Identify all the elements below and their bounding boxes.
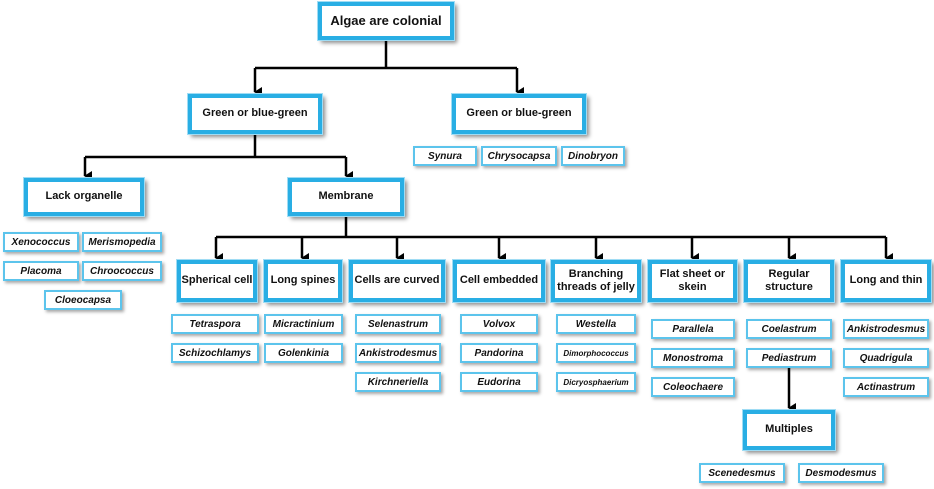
multiples-node: Multiples: [743, 410, 835, 450]
example-volvox: Volvox: [460, 314, 538, 334]
example-pandorina: Pandorina: [460, 343, 538, 363]
example-micractinium: Micractinium: [264, 314, 343, 334]
example-merismopedia: Merismopedia: [82, 232, 162, 252]
example-golenkinia: Golenkinia: [264, 343, 343, 363]
category-regular-structure: Regular structure: [744, 260, 834, 302]
example-chrysocapsa: Chrysocapsa: [481, 146, 557, 166]
example-cloeocapsa: Cloeocapsa: [44, 290, 122, 310]
example-parallela: Parallela: [651, 319, 735, 339]
example-dimorphococcus: Dimorphococcus: [556, 343, 636, 363]
example-xenococcus: Xenococcus: [3, 232, 79, 252]
example-kirchneriella: Kirchneriella: [355, 372, 441, 392]
category-flat-sheet: Flat sheet or skein: [648, 260, 737, 302]
example-quadrigula: Quadrigula: [843, 348, 929, 368]
example-pediastrum: Pediastrum: [746, 348, 832, 368]
example-dinobryon: Dinobryon: [561, 146, 625, 166]
category-cell-embedded: Cell embedded: [453, 260, 545, 302]
example-scenedesmus: Scenedesmus: [699, 463, 785, 483]
example-placoma: Placoma: [3, 261, 79, 281]
category-long-and-thin: Long and thin: [841, 260, 931, 302]
root-node: Algae are colonial: [318, 2, 454, 40]
category-spherical-cell: Spherical cell: [177, 260, 257, 302]
example-eudorina: Eudorina: [460, 372, 538, 392]
example-synura: Synura: [413, 146, 477, 166]
left-green-blue-green-node: Green or blue-green: [188, 94, 322, 134]
example-westella: Westella: [556, 314, 636, 334]
example-monostroma: Monostroma: [651, 348, 735, 368]
example-selenastrum: Selenastrum: [355, 314, 441, 334]
example-desmodesmus: Desmodesmus: [798, 463, 884, 483]
example-tetraspora: Tetraspora: [171, 314, 259, 334]
membrane-node: Membrane: [288, 178, 404, 216]
right-green-blue-green-node: Green or blue-green: [452, 94, 586, 134]
example-ankistrodesmus-curved: Ankistrodesmus: [355, 343, 441, 363]
example-chroococcus: Chroococcus: [82, 261, 162, 281]
example-ankistrodesmus-long: Ankistrodesmus: [843, 319, 929, 339]
lack-organelle-node: Lack organelle: [24, 178, 144, 216]
example-dicryosphaerium: Dicryosphaerium: [556, 372, 636, 392]
category-long-spines: Long spines: [264, 260, 342, 302]
example-coelastrum: Coelastrum: [746, 319, 832, 339]
category-cells-are-curved: Cells are curved: [349, 260, 445, 302]
example-actinastrum: Actinastrum: [843, 377, 929, 397]
example-coleochaere: Coleochaere: [651, 377, 735, 397]
category-branching-threads: Branching threads of jelly: [551, 260, 641, 302]
example-schizochlamys: Schizochlamys: [171, 343, 259, 363]
